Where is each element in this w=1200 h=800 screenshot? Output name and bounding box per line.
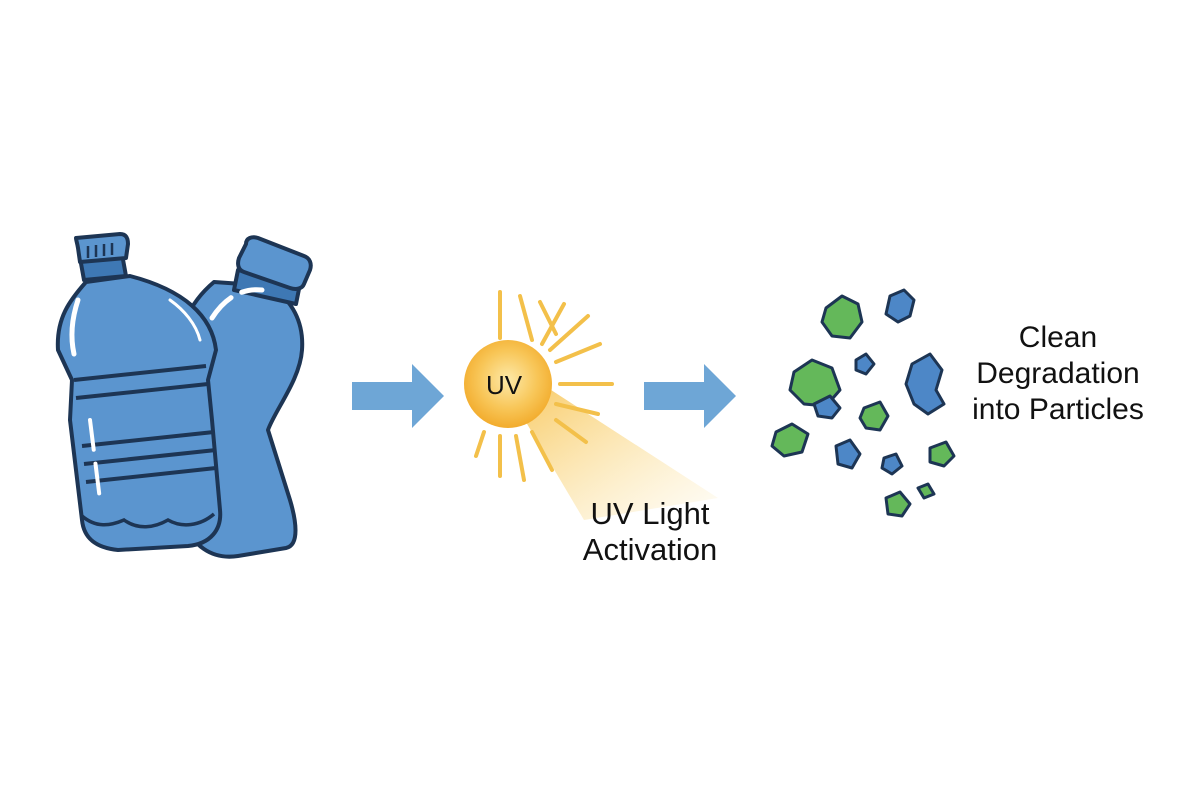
front-bottle xyxy=(55,232,223,552)
uv-beam xyxy=(520,388,718,520)
particle xyxy=(834,438,862,470)
degradation-line1: Clean xyxy=(1018,321,1098,354)
arrow-right-icon xyxy=(352,364,444,428)
plastic-bottles-icon xyxy=(55,232,313,559)
particle xyxy=(884,490,912,518)
uv-light-line1: UV Light xyxy=(590,496,710,531)
particle xyxy=(854,352,876,376)
particle xyxy=(916,482,936,500)
degradation-line3: into Particles xyxy=(972,393,1144,426)
particle xyxy=(928,440,956,468)
particle xyxy=(812,394,842,420)
uv-light-line2: Activation xyxy=(582,532,718,567)
uv-light-activation-label: UV Light Activation xyxy=(560,496,740,568)
particles-icon xyxy=(770,288,956,518)
particle xyxy=(884,288,916,324)
particle xyxy=(904,352,946,416)
clean-degradation-label: Clean Degradation into Particles xyxy=(948,320,1168,428)
particle xyxy=(820,294,864,340)
particle xyxy=(858,400,890,432)
arrow-right-icon xyxy=(644,364,736,428)
particle xyxy=(770,422,810,458)
particle xyxy=(880,452,904,476)
degradation-line2: Degradation xyxy=(976,357,1140,390)
sun-rays xyxy=(474,290,614,482)
sun-icon: UV xyxy=(464,340,552,428)
sun-uv-text: UV xyxy=(486,370,523,400)
